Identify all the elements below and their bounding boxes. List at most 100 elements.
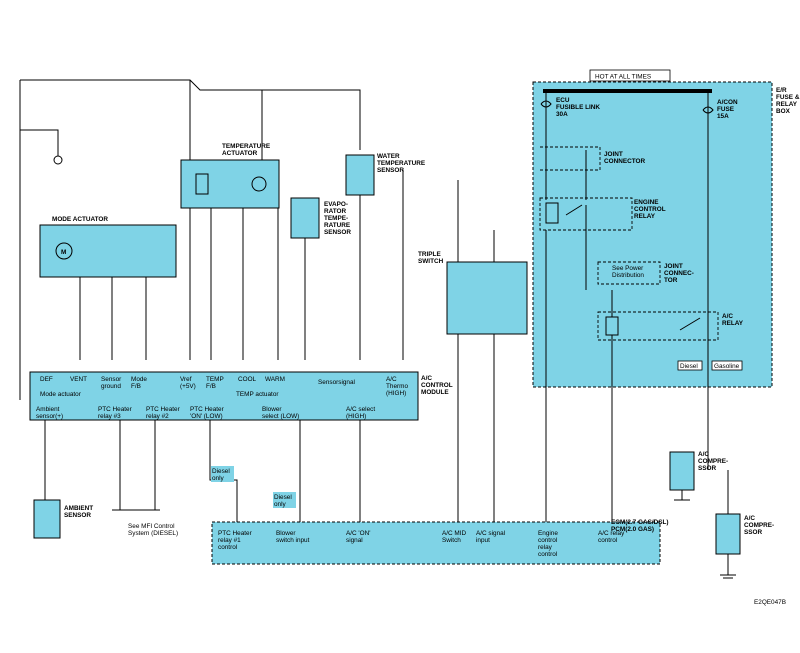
diesel-only-2: Diesel only: [274, 494, 294, 508]
diesel-only-tag-2: [273, 492, 296, 508]
svg-text:(+5V): (+5V): [180, 383, 196, 390]
svg-text:TEMP: TEMP: [206, 376, 224, 383]
see-power-label: See Power Distribution: [612, 265, 645, 279]
joint-connector-dashed: [540, 146, 601, 171]
fuse-relay-box: [532, 81, 773, 388]
joint-connector-label: JOINT CONNECTOR: [604, 151, 645, 165]
ecu-fuse-label: ECU FUSIBLE LINK 30A: [556, 97, 602, 118]
temp-act-motor-icon: [251, 176, 267, 192]
temp-act-label: TEMPERATURE ACTUATOR: [222, 143, 272, 157]
ac-compressor-gasoline: [715, 513, 741, 555]
triple-switch-label: TRIPLE SWITCH: [418, 251, 444, 265]
gasoline-tag-text: Gasoline: [714, 363, 740, 370]
svg-text:A/C 'ON': A/C 'ON': [346, 530, 370, 537]
ac-relay-label: A/C RELAY: [722, 313, 744, 327]
svg-text:relay #1: relay #1: [218, 537, 241, 544]
svg-text:Sensorsignal: Sensorsignal: [318, 379, 355, 386]
svg-text:PTC Heater: PTC Heater: [190, 406, 225, 413]
ecm-labels: PTC Heater relay #1 control Blower switc…: [218, 530, 625, 558]
ac-relay-wires: [611, 290, 701, 380]
temp-act-pot-icon: [195, 173, 209, 195]
temperature-actuator: [180, 159, 280, 209]
svg-text:Blower: Blower: [276, 530, 296, 537]
ac-module-bottom-labels: Ambient sensor(+) PTC Heater relay #3 PT…: [36, 406, 375, 420]
bw-main-wire: [20, 79, 361, 150]
water-temperature-sensor: [345, 154, 375, 196]
svg-text:ground: ground: [101, 383, 121, 390]
ac-control-module: [29, 371, 419, 421]
svg-text:PTC Heater: PTC Heater: [98, 406, 133, 413]
diesel-tag: [677, 360, 703, 371]
svg-text:Blower: Blower: [262, 406, 282, 413]
svg-text:control: control: [218, 544, 237, 551]
svg-text:(HIGH): (HIGH): [386, 390, 406, 397]
svg-text:Mode actuator: Mode actuator: [40, 391, 82, 398]
ecu-fuse-symbol: [540, 100, 552, 108]
svg-text:switch input: switch input: [276, 537, 310, 544]
svg-text:DEF: DEF: [40, 376, 53, 383]
hot-at-all-times-label: [589, 69, 671, 82]
svg-text:TEMP actuator: TEMP actuator: [236, 391, 279, 398]
svg-text:input: input: [476, 537, 490, 544]
svg-text:relay #3: relay #3: [98, 413, 121, 420]
ambient-label: AMBIENT SENSOR: [64, 505, 95, 519]
gasoline-tag: [711, 360, 743, 371]
svg-text:F/B: F/B: [206, 383, 216, 390]
ecm-name: ECM(2.7 GAS/DSL) PCM(2.0 GAS): [611, 519, 670, 533]
svg-text:Sensor: Sensor: [101, 376, 122, 383]
ac-compressor-diesel: [669, 451, 695, 491]
svg-text:Mode: Mode: [131, 376, 147, 383]
mode-act-label: MODE ACTUATOR: [52, 216, 108, 223]
compressor-grounds: [674, 470, 736, 579]
svg-text:select (LOW): select (LOW): [262, 413, 299, 420]
comp1-label: A/C COMPRE- SSOR: [698, 451, 730, 472]
ac-relay-box: [597, 311, 719, 341]
see-mfi-label: See MFI Control System (DIESEL): [128, 523, 178, 537]
svg-text:Engine: Engine: [538, 530, 558, 537]
svg-text:relay #2: relay #2: [146, 413, 169, 420]
ecm-right-wires: [545, 380, 709, 522]
svg-text:control: control: [538, 551, 557, 558]
svg-text:Ambient: Ambient: [36, 406, 60, 413]
hot-label: HOT AT ALL TIMES: [595, 74, 651, 81]
svg-text:COOL: COOL: [238, 376, 257, 383]
jc2-dashed: [597, 261, 661, 285]
fuse-box-title: E/R FUSE & RELAY BOX: [776, 87, 800, 115]
svg-text:Thermo: Thermo: [386, 383, 408, 390]
svg-text:A/C relay: A/C relay: [598, 530, 625, 537]
ground-g01-icon: [53, 155, 63, 165]
svg-text:(HIGH): (HIGH): [346, 413, 366, 420]
ecr-contacts: [565, 204, 587, 230]
svg-text:control: control: [538, 537, 557, 544]
mode-actuator: [39, 224, 177, 278]
acon-fuse-symbol: [702, 106, 714, 114]
svg-text:control: control: [598, 537, 617, 544]
triple-switch: [446, 261, 528, 335]
ambient-sensor: [33, 499, 61, 539]
evap-label: EVAPO- RATOR TEMPE- RATURE SENSOR: [324, 201, 352, 236]
evaporator-temperature-sensor: [290, 197, 320, 239]
svg-text:A/C signal: A/C signal: [476, 530, 505, 537]
svg-text:Switch: Switch: [442, 537, 461, 544]
svg-text:Vref: Vref: [180, 376, 192, 383]
svg-text:A/C MID: A/C MID: [442, 530, 467, 537]
diesel-tag-text: Diesel: [680, 363, 698, 370]
svg-text:WARM: WARM: [265, 376, 285, 383]
ecr-out-wires: [545, 230, 587, 380]
svg-text:sensor(+): sensor(+): [36, 413, 63, 420]
ecr-coil: [545, 202, 559, 224]
svg-text:signal: signal: [346, 537, 363, 544]
svg-text:VENT: VENT: [70, 376, 87, 383]
ecr-label: ENGINE CONTROL RELAY: [634, 199, 667, 220]
svg-text:A/C select: A/C select: [346, 406, 375, 413]
svg-text:F/B: F/B: [131, 383, 141, 390]
svg-text:PTC Heater: PTC Heater: [218, 530, 253, 537]
ecm-pcm-module: [211, 521, 661, 565]
diagram-code: E2QE047B: [754, 599, 786, 606]
acon-fuse-label: A/CON FUSE 15A: [717, 99, 739, 120]
ground-wire: [20, 129, 59, 156]
svg-text:PTC Heater: PTC Heater: [146, 406, 181, 413]
svg-text:relay: relay: [538, 544, 553, 551]
